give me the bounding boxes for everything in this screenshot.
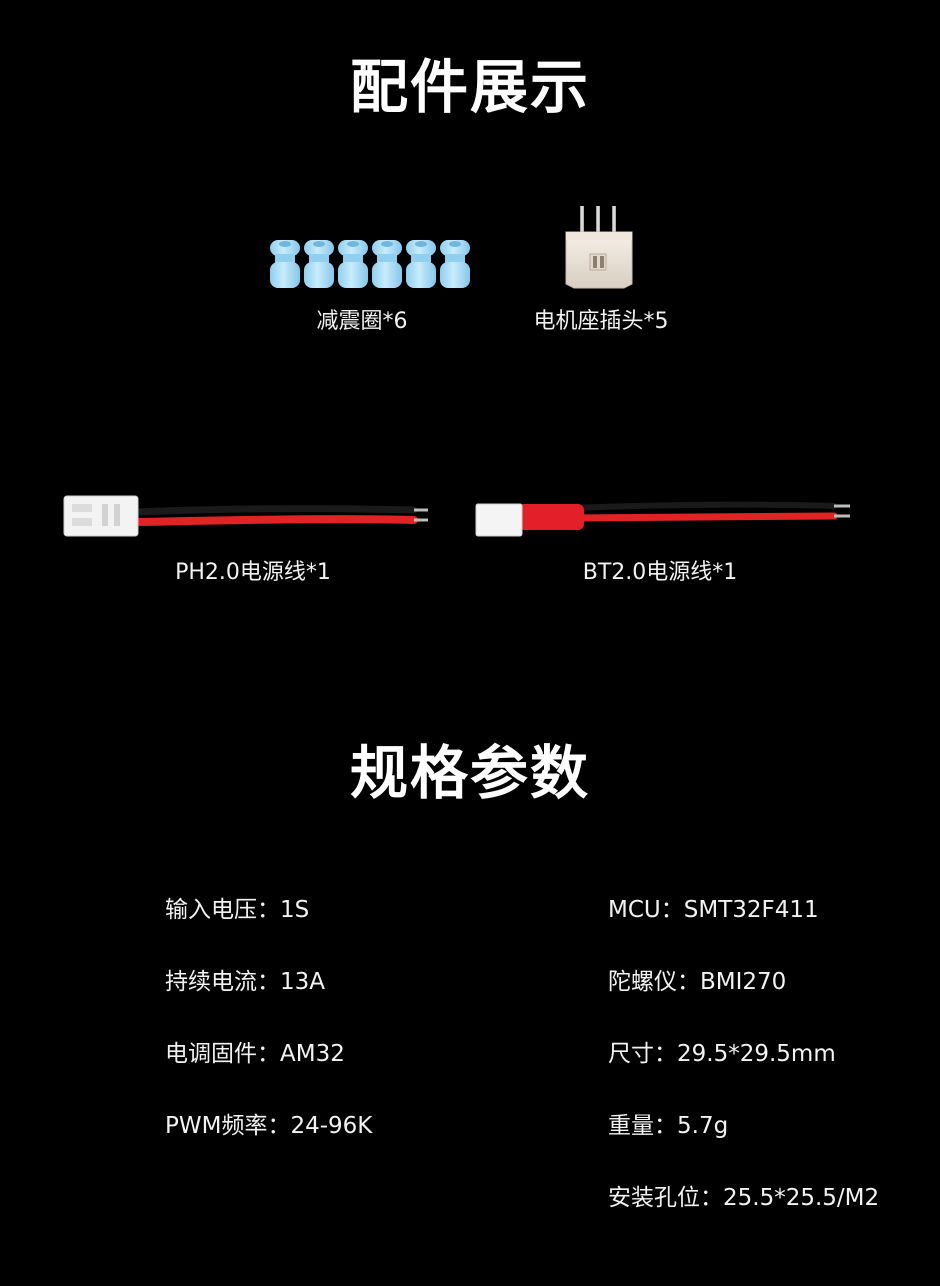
spec-value: 1S bbox=[280, 897, 310, 923]
damping-ring-icon bbox=[268, 236, 474, 290]
spec-key: 陀螺仪： bbox=[608, 969, 700, 995]
spec-key: 电调固件： bbox=[165, 1041, 280, 1067]
accessory-label-damping-ring: 减震圈*6 bbox=[316, 309, 408, 334]
spec-key: 输入电压： bbox=[165, 897, 280, 923]
spec-value: SMT32F411 bbox=[683, 897, 819, 923]
ph20-cable-icon bbox=[62, 492, 434, 540]
spec-key: 重量： bbox=[608, 1113, 677, 1139]
spec-key: 尺寸： bbox=[608, 1041, 677, 1067]
accessory-label-bt20-cable: BT2.0电源线*1 bbox=[582, 560, 738, 585]
accessory-label-motor-connector: 电机座插头*5 bbox=[533, 309, 669, 334]
spec-pwm-frequency: PWM频率：24-96K bbox=[165, 1111, 372, 1141]
spec-value: 25.5*25.5/M2 bbox=[723, 1185, 880, 1211]
accessories-title: 配件展示 bbox=[349, 53, 590, 121]
spec-value: 24-96K bbox=[290, 1113, 373, 1139]
spec-key: PWM频率： bbox=[165, 1113, 291, 1139]
spec-key: MCU： bbox=[608, 897, 684, 923]
spec-value: BMI270 bbox=[700, 969, 787, 995]
accessory-label-ph20-cable: PH2.0电源线*1 bbox=[175, 560, 331, 585]
spec-key: 安装孔位： bbox=[608, 1185, 723, 1211]
spec-esc-firmware: 电调固件：AM32 bbox=[165, 1039, 345, 1069]
spec-size: 尺寸：29.5*29.5mm bbox=[608, 1039, 836, 1069]
spec-continuous-current: 持续电流：13A bbox=[165, 967, 325, 997]
spec-value: 5.7g bbox=[677, 1113, 729, 1139]
spec-input-voltage: 输入电压：1S bbox=[165, 895, 309, 925]
motor-connector-icon bbox=[560, 204, 638, 290]
spec-value: 13A bbox=[280, 969, 326, 995]
spec-mounting-holes: 安装孔位：25.5*25.5/M2 bbox=[608, 1183, 879, 1213]
spec-value: 29.5*29.5mm bbox=[677, 1041, 836, 1067]
spec-value: AM32 bbox=[280, 1041, 345, 1067]
bt20-cable-icon bbox=[474, 498, 858, 540]
spec-key: 持续电流： bbox=[165, 969, 280, 995]
specs-title: 规格参数 bbox=[349, 739, 590, 807]
spec-gyroscope: 陀螺仪：BMI270 bbox=[608, 967, 786, 997]
spec-mcu: MCU：SMT32F411 bbox=[608, 895, 819, 925]
spec-weight: 重量：5.7g bbox=[608, 1111, 728, 1141]
